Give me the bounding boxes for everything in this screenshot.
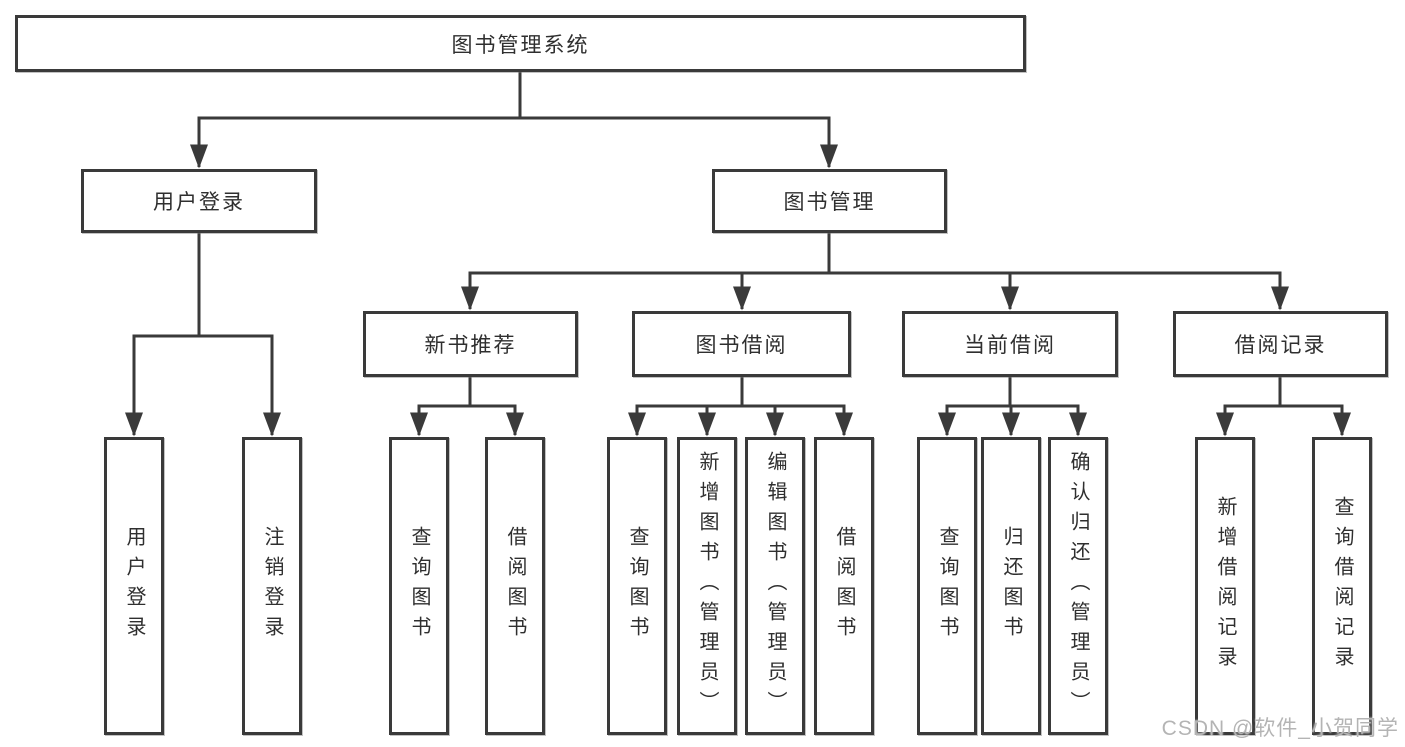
node-query-books-borrow: 查询图书 bbox=[607, 437, 667, 735]
node-confirm-return-admin-label: 确认归还（管理员） bbox=[1067, 451, 1089, 721]
node-add-book-admin: 新增图书（管理员） bbox=[677, 437, 737, 735]
node-logout: 注销登录 bbox=[242, 437, 302, 735]
node-borrow-books-label: 借阅图书 bbox=[833, 526, 855, 646]
node-book-borrowing-label: 图书借阅 bbox=[695, 334, 788, 357]
node-query-books-current: 查询图书 bbox=[917, 437, 977, 735]
node-book-management-label: 图书管理 bbox=[783, 191, 876, 214]
node-query-books-recommend: 查询图书 bbox=[389, 437, 449, 735]
node-new-book-recommend: 新书推荐 bbox=[363, 311, 578, 377]
node-user-login-branch: 用户登录 bbox=[81, 169, 317, 233]
node-root-label: 图书管理系统 bbox=[451, 33, 590, 57]
node-edit-book-admin-label: 编辑图书（管理员） bbox=[764, 451, 786, 721]
watermark: CSDN @软件_小贺同学 bbox=[1161, 717, 1399, 740]
node-root: 图书管理系统 bbox=[15, 15, 1026, 72]
node-add-book-admin-label: 新增图书（管理员） bbox=[696, 451, 718, 721]
node-new-book-recommend-label: 新书推荐 bbox=[424, 334, 517, 357]
node-borrowing-records: 借阅记录 bbox=[1173, 311, 1388, 377]
node-borrow-books-recommend: 借阅图书 bbox=[485, 437, 545, 735]
node-user-login-branch-label: 用户登录 bbox=[153, 191, 245, 214]
node-query-books-current-label: 查询图书 bbox=[936, 526, 958, 646]
node-edit-book-admin: 编辑图书（管理员） bbox=[745, 437, 805, 735]
node-query-books-recommend-label: 查询图书 bbox=[408, 526, 430, 646]
node-add-borrow-record: 新增借阅记录 bbox=[1195, 437, 1255, 735]
node-book-borrowing: 图书借阅 bbox=[632, 311, 851, 377]
node-return-book: 归还图书 bbox=[981, 437, 1041, 735]
node-current-borrowing-label: 当前借阅 bbox=[964, 334, 1056, 357]
node-user-login-leaf-label: 用户登录 bbox=[123, 526, 145, 646]
node-query-books-borrow-label: 查询图书 bbox=[626, 526, 648, 646]
node-user-login-leaf: 用户登录 bbox=[104, 437, 164, 735]
node-borrow-books: 借阅图书 bbox=[814, 437, 874, 735]
node-current-borrowing: 当前借阅 bbox=[902, 311, 1118, 377]
node-query-borrow-record: 查询借阅记录 bbox=[1312, 437, 1372, 735]
node-book-management: 图书管理 bbox=[712, 169, 947, 233]
node-borrowing-records-label: 借阅记录 bbox=[1234, 334, 1327, 357]
node-add-borrow-record-label: 新增借阅记录 bbox=[1214, 496, 1236, 676]
node-logout-label: 注销登录 bbox=[261, 526, 283, 646]
node-confirm-return-admin: 确认归还（管理员） bbox=[1048, 437, 1108, 735]
node-borrow-books-recommend-label: 借阅图书 bbox=[504, 526, 526, 646]
node-query-borrow-record-label: 查询借阅记录 bbox=[1331, 496, 1353, 676]
node-return-book-label: 归还图书 bbox=[1000, 526, 1022, 646]
